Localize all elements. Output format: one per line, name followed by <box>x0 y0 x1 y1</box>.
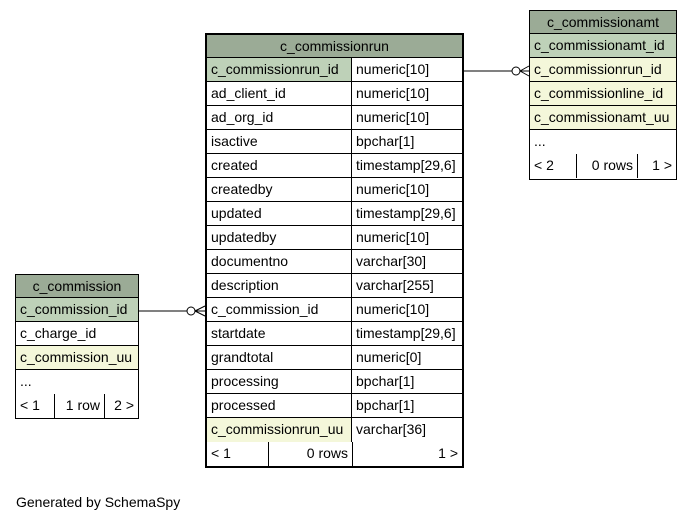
edge-commissionamt-to-commissionrun <box>464 65 530 77</box>
column-name: documentno <box>207 250 352 273</box>
column-type: timestamp[29,6] <box>356 325 456 341</box>
column-row[interactable]: c_commissionline_id <box>530 82 676 106</box>
children-link[interactable]: 1 > <box>438 445 458 461</box>
parents-link[interactable]: < 1 <box>16 394 55 418</box>
column-row[interactable]: c_commission_id <box>16 298 138 322</box>
column-type: numeric[10] <box>356 181 430 197</box>
column-type: timestamp[29,6] <box>356 157 456 173</box>
column-type: varchar[30] <box>356 253 427 269</box>
row-count: 1 row <box>55 394 105 418</box>
parents-link[interactable]: < 1 <box>207 442 269 466</box>
column-name: c_commission_id <box>207 298 352 321</box>
column-row[interactable]: ... <box>16 370 138 394</box>
column-name: isactive <box>207 130 352 153</box>
column-type: numeric[10] <box>356 85 430 101</box>
column-name: c_commissionamt_uu <box>530 106 676 129</box>
table-title: c_commission <box>16 275 138 298</box>
column-name: c_commissionline_id <box>530 82 676 105</box>
column-name: ad_client_id <box>207 82 352 105</box>
column-name: created <box>207 154 352 177</box>
column-type: numeric[0] <box>356 349 422 365</box>
generated-by-caption: Generated by SchemaSpy <box>16 494 181 510</box>
column-row[interactable]: c_commissionrun_id <box>530 58 676 82</box>
column-type: numeric[10] <box>356 229 430 245</box>
column-name: ... <box>20 373 32 389</box>
column-list: c_commission_id c_charge_id c_commission_u… <box>16 298 138 394</box>
table-title: c_commissionrun <box>207 35 462 58</box>
column-name: ... <box>534 133 546 149</box>
column-row[interactable]: c_charge_id <box>16 322 138 346</box>
column-name: grandtotal <box>207 346 352 369</box>
column-name: updatedby <box>207 226 352 249</box>
column-name: c_commissionrun_id <box>207 58 352 81</box>
column-row[interactable]: ... <box>530 130 676 154</box>
column-row[interactable]: c_commissionamt_uu <box>530 106 676 130</box>
column-type: bpchar[1] <box>356 397 415 413</box>
column-name: c_charge_id <box>20 325 97 341</box>
column-type: bpchar[1] <box>356 133 415 149</box>
column-name: c_commissionamt_id <box>530 34 676 57</box>
column-name: createdby <box>207 178 352 201</box>
column-type: varchar[36] <box>356 421 427 437</box>
table-title: c_commissionamt <box>530 11 676 34</box>
column-name: c_commissionrun_id <box>530 58 676 81</box>
column-row[interactable]: c_commission_uu <box>16 346 138 370</box>
table-footer: < 1 0 rows 1 > <box>207 442 462 466</box>
column-type: bpchar[1] <box>356 373 415 389</box>
column-name: c_commissionrun_uu <box>207 418 352 442</box>
column-type: varchar[255] <box>356 277 434 293</box>
row-count: 0 rows <box>577 154 638 178</box>
children-link[interactable]: 1 > <box>652 157 672 173</box>
column-name: ad_org_id <box>207 106 352 129</box>
column-row[interactable]: c_commissionamt_id <box>530 34 676 58</box>
column-name: processed <box>207 394 352 417</box>
children-link[interactable]: 2 > <box>114 397 134 413</box>
column-name: c_commission_id <box>16 298 138 321</box>
column-type: timestamp[29,6] <box>356 205 456 221</box>
column-type: numeric[10] <box>356 301 430 317</box>
column-name: updated <box>207 202 352 225</box>
parents-link[interactable]: < 2 <box>530 154 577 178</box>
table-footer: < 1 1 row 2 > <box>16 394 138 418</box>
table-footer: < 2 0 rows 1 > <box>530 154 676 178</box>
row-count: 0 rows <box>269 442 353 466</box>
column-name: startdate <box>207 322 352 345</box>
column-type: numeric[10] <box>356 61 430 77</box>
column-type: numeric[10] <box>356 109 430 125</box>
column-name: c_commission_uu <box>16 346 138 369</box>
column-name: processing <box>207 370 352 393</box>
edge-commissionrun-to-commission <box>139 305 206 317</box>
column-name: description <box>207 274 352 297</box>
